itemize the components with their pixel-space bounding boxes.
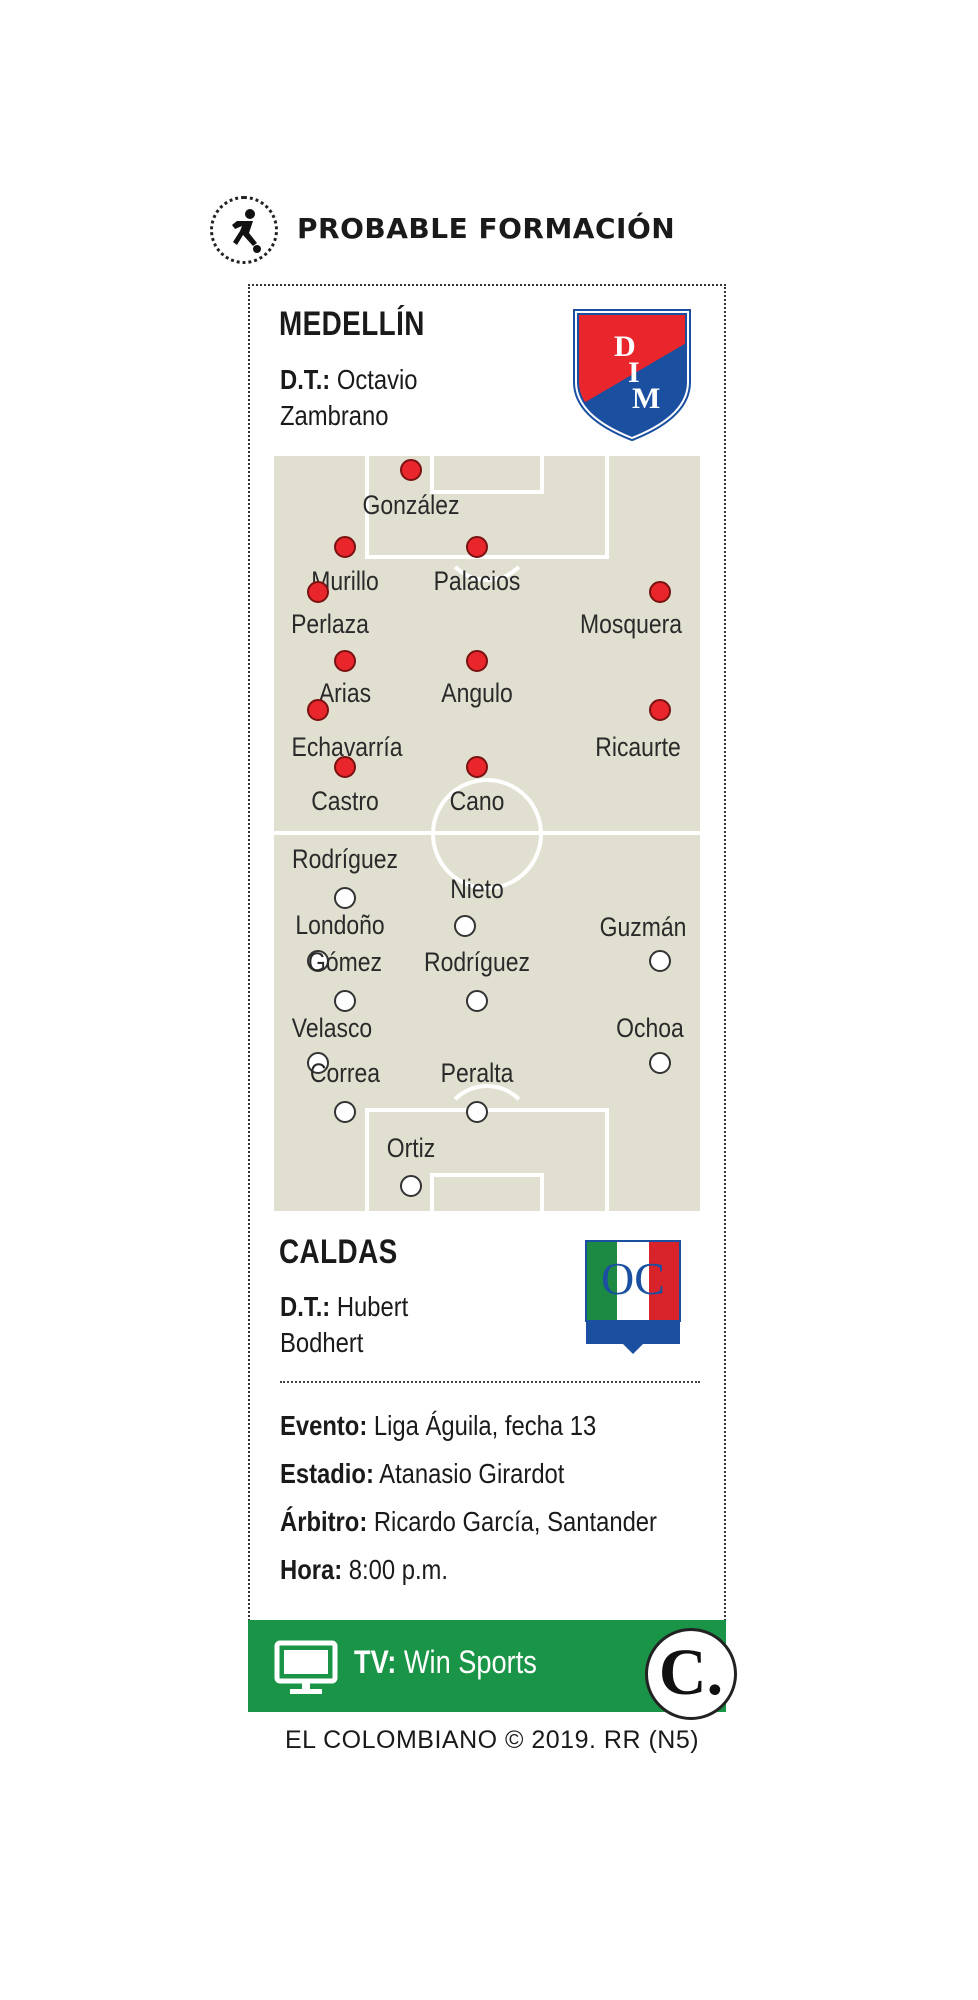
player-name: Mosquera xyxy=(579,609,683,639)
player-marker xyxy=(649,581,671,603)
el-colombiano-logo: C. xyxy=(645,1628,737,1720)
player-marker xyxy=(649,950,671,972)
info-time: Hora: 8:00 p.m. xyxy=(280,1554,448,1586)
player-marker xyxy=(400,1175,422,1197)
player-name: Nieto xyxy=(450,874,504,904)
player-marker xyxy=(466,650,488,672)
player-name: Cano xyxy=(449,786,505,816)
tv-monitor-icon xyxy=(274,1640,338,1696)
player-name: Peralta xyxy=(440,1058,514,1088)
info-value: Ricardo García, Santander xyxy=(373,1506,657,1537)
crest-letter-d: D xyxy=(614,330,636,363)
info-label: Estadio: xyxy=(280,1458,374,1489)
logo-text: C. xyxy=(658,1636,724,1709)
home-team-name: MEDELLÍN xyxy=(279,305,425,343)
info-label: Hora: xyxy=(280,1554,343,1585)
player-name: Ochoa xyxy=(616,1013,684,1043)
player-marker xyxy=(307,950,329,972)
top-penalty-area xyxy=(365,456,609,559)
section-divider xyxy=(280,1381,700,1383)
player-marker xyxy=(649,699,671,721)
away-team-crest: OC xyxy=(585,1240,681,1360)
home-team-crest: D I M xyxy=(568,304,696,442)
top-goal-area xyxy=(430,456,544,494)
player-marker xyxy=(307,581,329,603)
info-value: Liga Águila, fecha 13 xyxy=(373,1410,597,1441)
away-team-name: CALDAS xyxy=(279,1233,398,1271)
tv-channel-name: Win Sports xyxy=(403,1644,537,1680)
info-referee: Árbitro: Ricardo García, Santander xyxy=(280,1506,657,1538)
player-marker xyxy=(466,536,488,558)
coach-first-name: Octavio xyxy=(336,364,418,395)
crest-letter-i: I xyxy=(628,356,640,389)
player-marker xyxy=(307,1052,329,1074)
formation-header: PROBABLE FORMACIÓN xyxy=(210,196,730,266)
bottom-penalty-arc xyxy=(440,1084,534,1108)
player-name: Guzmán xyxy=(599,912,687,942)
player-marker xyxy=(334,536,356,558)
player-name: Perlaza xyxy=(291,609,369,639)
coach-label: D.T.: xyxy=(280,1291,331,1322)
away-coach: D.T.: Hubert Bodhert xyxy=(280,1289,408,1361)
page-title: PROBABLE FORMACIÓN xyxy=(297,212,676,245)
info-value: 8:00 p.m. xyxy=(348,1554,448,1585)
coach-last-name: Zambrano xyxy=(280,400,389,431)
player-marker xyxy=(334,1101,356,1123)
player-name: Rodríguez xyxy=(424,947,530,977)
player-name: Castro xyxy=(311,786,379,816)
soccer-pitch: González Murillo Palacios Perlaza Mosque… xyxy=(274,456,700,1211)
player-marker xyxy=(334,990,356,1012)
player-name: Velasco xyxy=(291,1013,373,1043)
player-name: Arias xyxy=(318,678,372,708)
info-event: Evento: Liga Águila, fecha 13 xyxy=(280,1410,596,1442)
player-name: González xyxy=(362,490,460,520)
player-name: Gómez xyxy=(308,947,382,977)
player-marker xyxy=(649,1052,671,1074)
player-name: Angulo xyxy=(441,678,513,708)
center-circle xyxy=(431,778,543,890)
player-marker xyxy=(454,915,476,937)
tv-label: TV: xyxy=(354,1644,397,1680)
tv-bar: TV: Win Sports xyxy=(248,1620,726,1712)
player-name: Rodríguez xyxy=(292,844,398,874)
coach-first-name: Hubert xyxy=(336,1291,409,1322)
player-name: Palacios xyxy=(433,566,521,596)
player-marker xyxy=(466,990,488,1012)
top-penalty-arc xyxy=(440,558,534,582)
player-marker xyxy=(334,887,356,909)
bottom-goal-area xyxy=(430,1173,544,1211)
info-stadium: Estadio: Atanasio Girardot xyxy=(280,1458,564,1490)
soccer-player-icon xyxy=(210,196,278,264)
player-marker xyxy=(307,699,329,721)
tv-channel: TV: Win Sports xyxy=(354,1644,537,1681)
credit-line: EL COLOMBIANO © 2019. RR (N5) xyxy=(285,1726,700,1754)
info-label: Árbitro: xyxy=(280,1506,368,1537)
coach-label: D.T.: xyxy=(280,364,331,395)
player-marker xyxy=(466,1101,488,1123)
crest-letters: OC xyxy=(601,1253,665,1304)
player-name: Correa xyxy=(309,1058,381,1088)
player-marker xyxy=(466,756,488,778)
info-value: Atanasio Girardot xyxy=(379,1458,565,1489)
player-name: Ricaurte xyxy=(595,732,681,762)
player-marker xyxy=(400,459,422,481)
crest-letter-m: M xyxy=(632,382,660,415)
info-label: Evento: xyxy=(280,1410,368,1441)
player-marker xyxy=(334,650,356,672)
player-marker xyxy=(334,756,356,778)
coach-last-name: Bodhert xyxy=(280,1327,364,1358)
player-name: Londoño xyxy=(295,910,385,940)
home-coach: D.T.: Octavio Zambrano xyxy=(280,362,418,434)
player-name: Ortiz xyxy=(386,1133,436,1163)
formation-card xyxy=(248,284,726,1624)
